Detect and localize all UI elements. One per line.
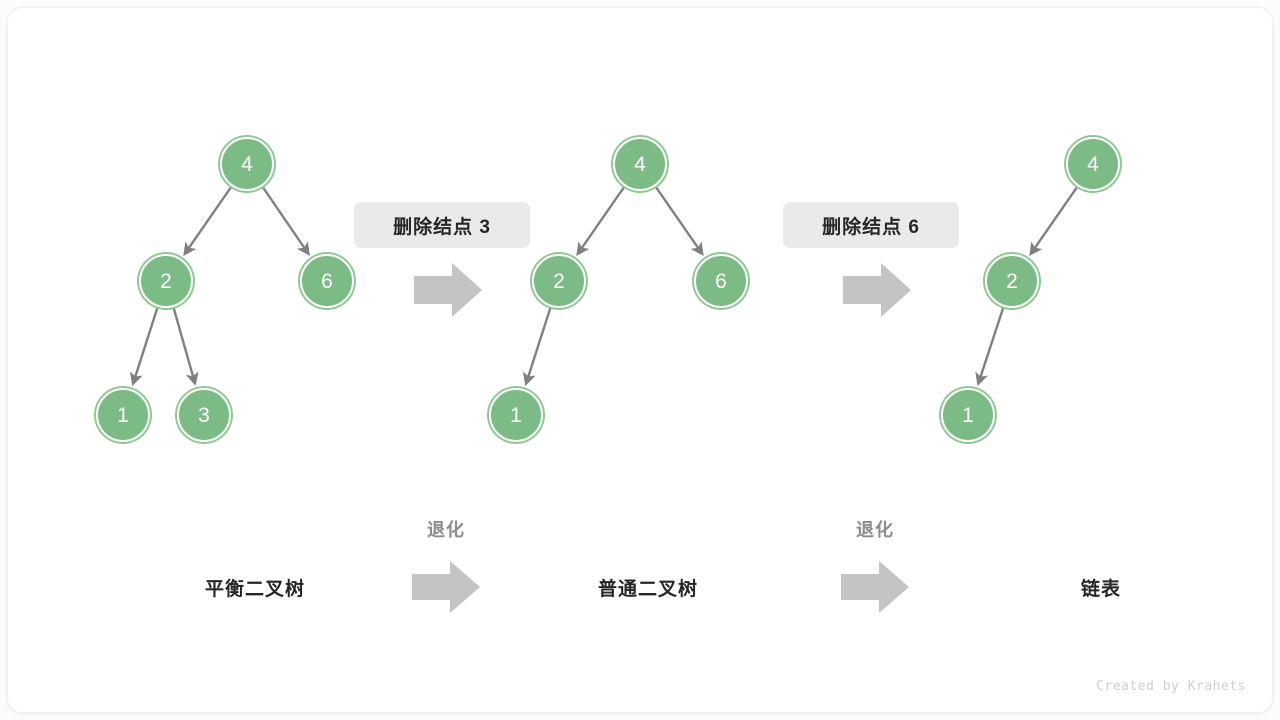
tree-node: 4 [613,137,667,191]
tree-node: 2 [532,254,586,308]
tree-node: 1 [489,388,543,442]
block-arrow-degrade-1 [412,561,480,613]
caption-linked-list: 链表 [1080,579,1121,600]
block-arrow-degrade-2 [841,561,909,613]
tree-node: 2 [985,254,1039,308]
tree-node: 3 [177,388,231,442]
sublabel-degrade-1: 退化 [427,520,465,540]
badge-delete-6: 删除结点 6 [783,202,959,248]
badge-delete-3: 删除结点 3 [354,202,530,248]
tree-node: 2 [139,254,193,308]
block-arrow-transform-2 [843,263,911,317]
tree-node: 6 [694,254,748,308]
tree-node: 1 [941,388,995,442]
tree-node: 4 [220,137,274,191]
caption-ordinary-bst: 普通二叉树 [597,579,698,600]
block-arrow-transform-1 [414,263,482,317]
sublabel-degrade-2: 退化 [856,520,894,540]
tree-node: 1 [96,388,150,442]
credit-text: Created by Krahets [1096,679,1246,694]
tree-node: 6 [300,254,354,308]
tree-node: 4 [1066,137,1120,191]
caption-balanced-bst: 平衡二叉树 [204,579,305,600]
